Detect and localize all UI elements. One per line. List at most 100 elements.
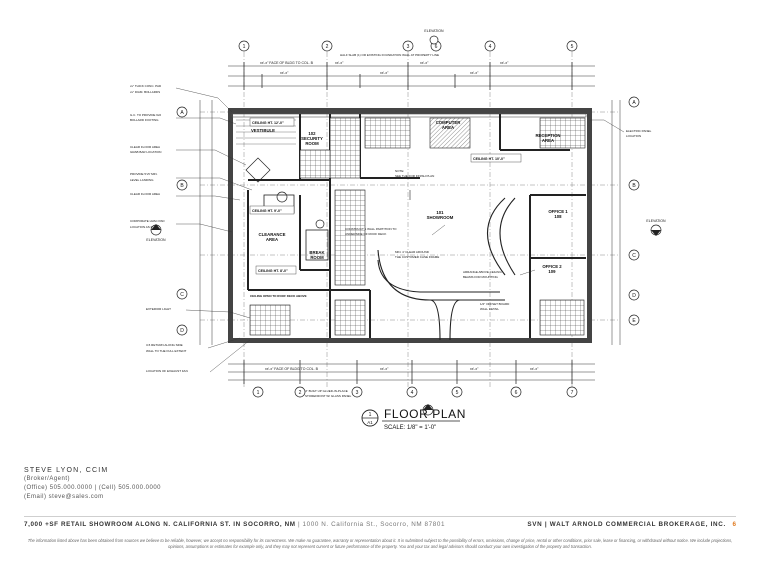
svg-text:MIN. 4' CLEAR AROUND: MIN. 4' CLEAR AROUND bbox=[395, 250, 430, 254]
elevation-label-east: ELEVATION bbox=[646, 219, 666, 223]
plan-scale: SCALE: 1/8" = 1'-0" bbox=[384, 425, 436, 431]
exterior-walls bbox=[228, 108, 592, 343]
svg-text:A: A bbox=[180, 110, 184, 116]
svg-text:xx'-x": xx'-x" bbox=[470, 367, 479, 371]
svg-text:5: 5 bbox=[571, 44, 574, 50]
svg-text:xx'-x": xx'-x" bbox=[280, 71, 289, 75]
svg-text:CLEAR FLOOR AREA: CLEAR FLOOR AREA bbox=[130, 145, 160, 149]
annotation-notes: xx" THICK CONC. PAD xx" DIAM. BOLLARDS G… bbox=[130, 53, 652, 398]
svg-text:C: C bbox=[180, 292, 184, 298]
footer-listing-name: 7,000 +SF RETAIL SHOWROOM ALONG N. CALIF… bbox=[24, 521, 296, 528]
svg-text:xx'-x" FACE OF BLDG TO COL. B: xx'-x" FACE OF BLDG TO COL. B bbox=[260, 61, 314, 65]
svg-text:LOCATION: LOCATION bbox=[626, 134, 641, 138]
grid-lines bbox=[200, 52, 620, 388]
svg-text:xx'-x": xx'-x" bbox=[530, 367, 539, 371]
room-clearance-name-2: AREA bbox=[266, 237, 278, 242]
svg-text:UNDERSIDE OF ROOF DECK: UNDERSIDE OF ROOF DECK bbox=[345, 232, 386, 236]
svg-text:NOTE:: NOTE: bbox=[395, 169, 404, 173]
room-showroom-name: SHOWROOM bbox=[427, 215, 454, 220]
room-break-name: BREAK bbox=[309, 250, 325, 255]
svg-text:D: D bbox=[632, 293, 636, 299]
svg-text:LEVEL LANDING: LEVEL LANDING bbox=[130, 178, 154, 182]
svg-text:xx" DIAM. BOLLARDS: xx" DIAM. BOLLARDS bbox=[130, 90, 160, 94]
grid-bubbles-left: A B C D bbox=[176, 106, 188, 336]
plan-title: FLOOR PLAN bbox=[384, 407, 466, 421]
svg-text:4" BUILT UP GLUED-IN-PLACE: 4" BUILT UP GLUED-IN-PLACE bbox=[305, 389, 348, 393]
svg-text:3-5 RETURN ALONG SIDE: 3-5 RETURN ALONG SIDE bbox=[146, 343, 183, 347]
ceiling-open-note: CEILING OPEN TO ROOF DECK ABOVE bbox=[250, 294, 307, 298]
room-office2-number: 109 bbox=[548, 269, 556, 274]
svg-text:LOCATION OF EXHAUST FAN: LOCATION OF EXHAUST FAN bbox=[146, 369, 188, 373]
room-tags: 101 SHOWROOM 102 SECURITY ROOM COMPUTER … bbox=[249, 117, 568, 298]
elevation-label-west: ELEVATION bbox=[146, 238, 166, 242]
elevation-label-north: ELEVATION bbox=[424, 29, 444, 33]
svg-text:CORPORATE HVAC PAD: CORPORATE HVAC PAD bbox=[130, 219, 165, 223]
svg-text:5: 5 bbox=[456, 390, 459, 396]
grid-bubbles-right: A B C D E bbox=[628, 96, 640, 326]
counters bbox=[245, 157, 516, 341]
room-showroom-number: 101 bbox=[436, 210, 444, 215]
detail-number: 1 bbox=[369, 412, 372, 418]
leader-lines bbox=[175, 87, 625, 373]
svg-text:6: 6 bbox=[515, 390, 518, 396]
room-office2-name: OFFICE 2 bbox=[542, 264, 562, 269]
interior-walls bbox=[247, 114, 586, 338]
svg-text:WALL TO THE FULL EXTENT: WALL TO THE FULL EXTENT bbox=[146, 349, 187, 353]
svg-text:xx" THICK CONC. PAD: xx" THICK CONC. PAD bbox=[130, 84, 162, 88]
svg-text:2: 2 bbox=[326, 44, 329, 50]
room-security-number: 102 bbox=[308, 131, 316, 136]
dimension-text: xx'-x" FACE OF BLDG TO COL. B xx'-x" xx'-… bbox=[260, 61, 539, 371]
svg-text:STOREFRONT W/ GLASS PANEL: STOREFRONT W/ GLASS PANEL bbox=[305, 394, 352, 398]
dimension-lines bbox=[199, 62, 621, 384]
plan-title-block: 1 A1 FLOOR PLAN SCALE: 1/8" = 1'-0" bbox=[361, 407, 466, 431]
svg-text:BOLLARD FOOTING: BOLLARD FOOTING bbox=[130, 118, 159, 122]
svg-text:1/2" OFFSET BOARD: 1/2" OFFSET BOARD bbox=[480, 302, 510, 306]
svg-text:PROVIDE 5'x5' MIN.: PROVIDE 5'x5' MIN. bbox=[130, 172, 158, 176]
svg-text:7: 7 bbox=[571, 390, 574, 396]
footer-listing-title: 7,000 +SF RETAIL SHOWROOM ALONG N. CALIF… bbox=[24, 521, 445, 528]
room-computer-name-2: AREA bbox=[442, 125, 454, 130]
svg-text:3: 3 bbox=[356, 390, 359, 396]
svg-text:A: A bbox=[632, 100, 636, 106]
grid-bubbles-bottom: 1 2 3 4 5 6 7 bbox=[252, 386, 578, 398]
disclaimer-text: The information listed above has been ob… bbox=[27, 538, 733, 549]
svg-text:EXTERIOR LIGHT: EXTERIOR LIGHT bbox=[146, 307, 171, 311]
svg-text:xx'-x": xx'-x" bbox=[470, 71, 479, 75]
room-computer-name: COMPUTER bbox=[436, 120, 461, 125]
svg-text:2: 2 bbox=[299, 390, 302, 396]
svg-text:xx'-x": xx'-x" bbox=[380, 71, 389, 75]
svg-text:E: E bbox=[632, 318, 636, 324]
svg-text:WALL DETAIL: WALL DETAIL bbox=[480, 307, 499, 311]
svg-text:CLEAR FLOOR AREA: CLEAR FLOOR AREA bbox=[130, 192, 160, 196]
svg-text:CONSTRUCT 1 WALL PARTITION TO: CONSTRUCT 1 WALL PARTITION TO bbox=[345, 227, 397, 231]
room-break-name-2: ROOM bbox=[310, 255, 324, 260]
footer-listing-address: | 1000 N. California St., Socorro, NM 87… bbox=[297, 521, 446, 528]
room-office1-number: 108 bbox=[554, 214, 562, 219]
svg-text:BEAMS FOR MOUNTING: BEAMS FOR MOUNTING bbox=[463, 275, 499, 279]
ceiling-note-4: CEILING HT. 8'-0" bbox=[258, 269, 288, 273]
agent-phone: (Office) 505.000.0000 | (Cell) 505.000.0… bbox=[24, 485, 162, 491]
agent-name: STEVE LYON, CCIM bbox=[24, 467, 109, 474]
detail-sheet: A1 bbox=[367, 420, 373, 425]
svg-text:xx'-x": xx'-x" bbox=[335, 61, 344, 65]
svg-text:C: C bbox=[632, 253, 636, 259]
svg-text:1: 1 bbox=[243, 44, 246, 50]
footer-company: SVN | WALT ARNOLD COMMERCIAL BROKERAGE, … bbox=[527, 521, 726, 528]
svg-text:xx'-x": xx'-x" bbox=[380, 367, 389, 371]
ceiling-note-2: CEILING HT. 10'-0" bbox=[473, 157, 505, 161]
svg-text:B: B bbox=[632, 183, 636, 189]
room-reception-name-2: AREA bbox=[542, 138, 554, 143]
svg-text:THE CUSTOMER CASE FRAME: THE CUSTOMER CASE FRAME bbox=[395, 255, 439, 259]
svg-text:B: B bbox=[180, 183, 184, 189]
svg-text:6: 6 bbox=[435, 44, 438, 50]
room-vestibule-name: VESTIBULE bbox=[251, 128, 275, 133]
svg-text:xx'-x": xx'-x" bbox=[500, 61, 509, 65]
svg-text:LOCATION AS PER: LOCATION AS PER bbox=[130, 225, 158, 229]
agent-email[interactable]: (Email) steve@sales.com bbox=[24, 494, 104, 500]
svg-text:G.C. TO PROVIDE 6x6: G.C. TO PROVIDE 6x6 bbox=[130, 113, 161, 117]
svg-text:HALF SLAB (1) OR EXISTING FOUN: HALF SLAB (1) OR EXISTING FOUNDATION WAL… bbox=[340, 53, 439, 57]
agent-role: (Broker/Agent) bbox=[24, 476, 71, 482]
svg-text:1: 1 bbox=[257, 390, 260, 396]
grid-bubbles-top: 1 2 3 4 5 6 bbox=[238, 40, 578, 52]
